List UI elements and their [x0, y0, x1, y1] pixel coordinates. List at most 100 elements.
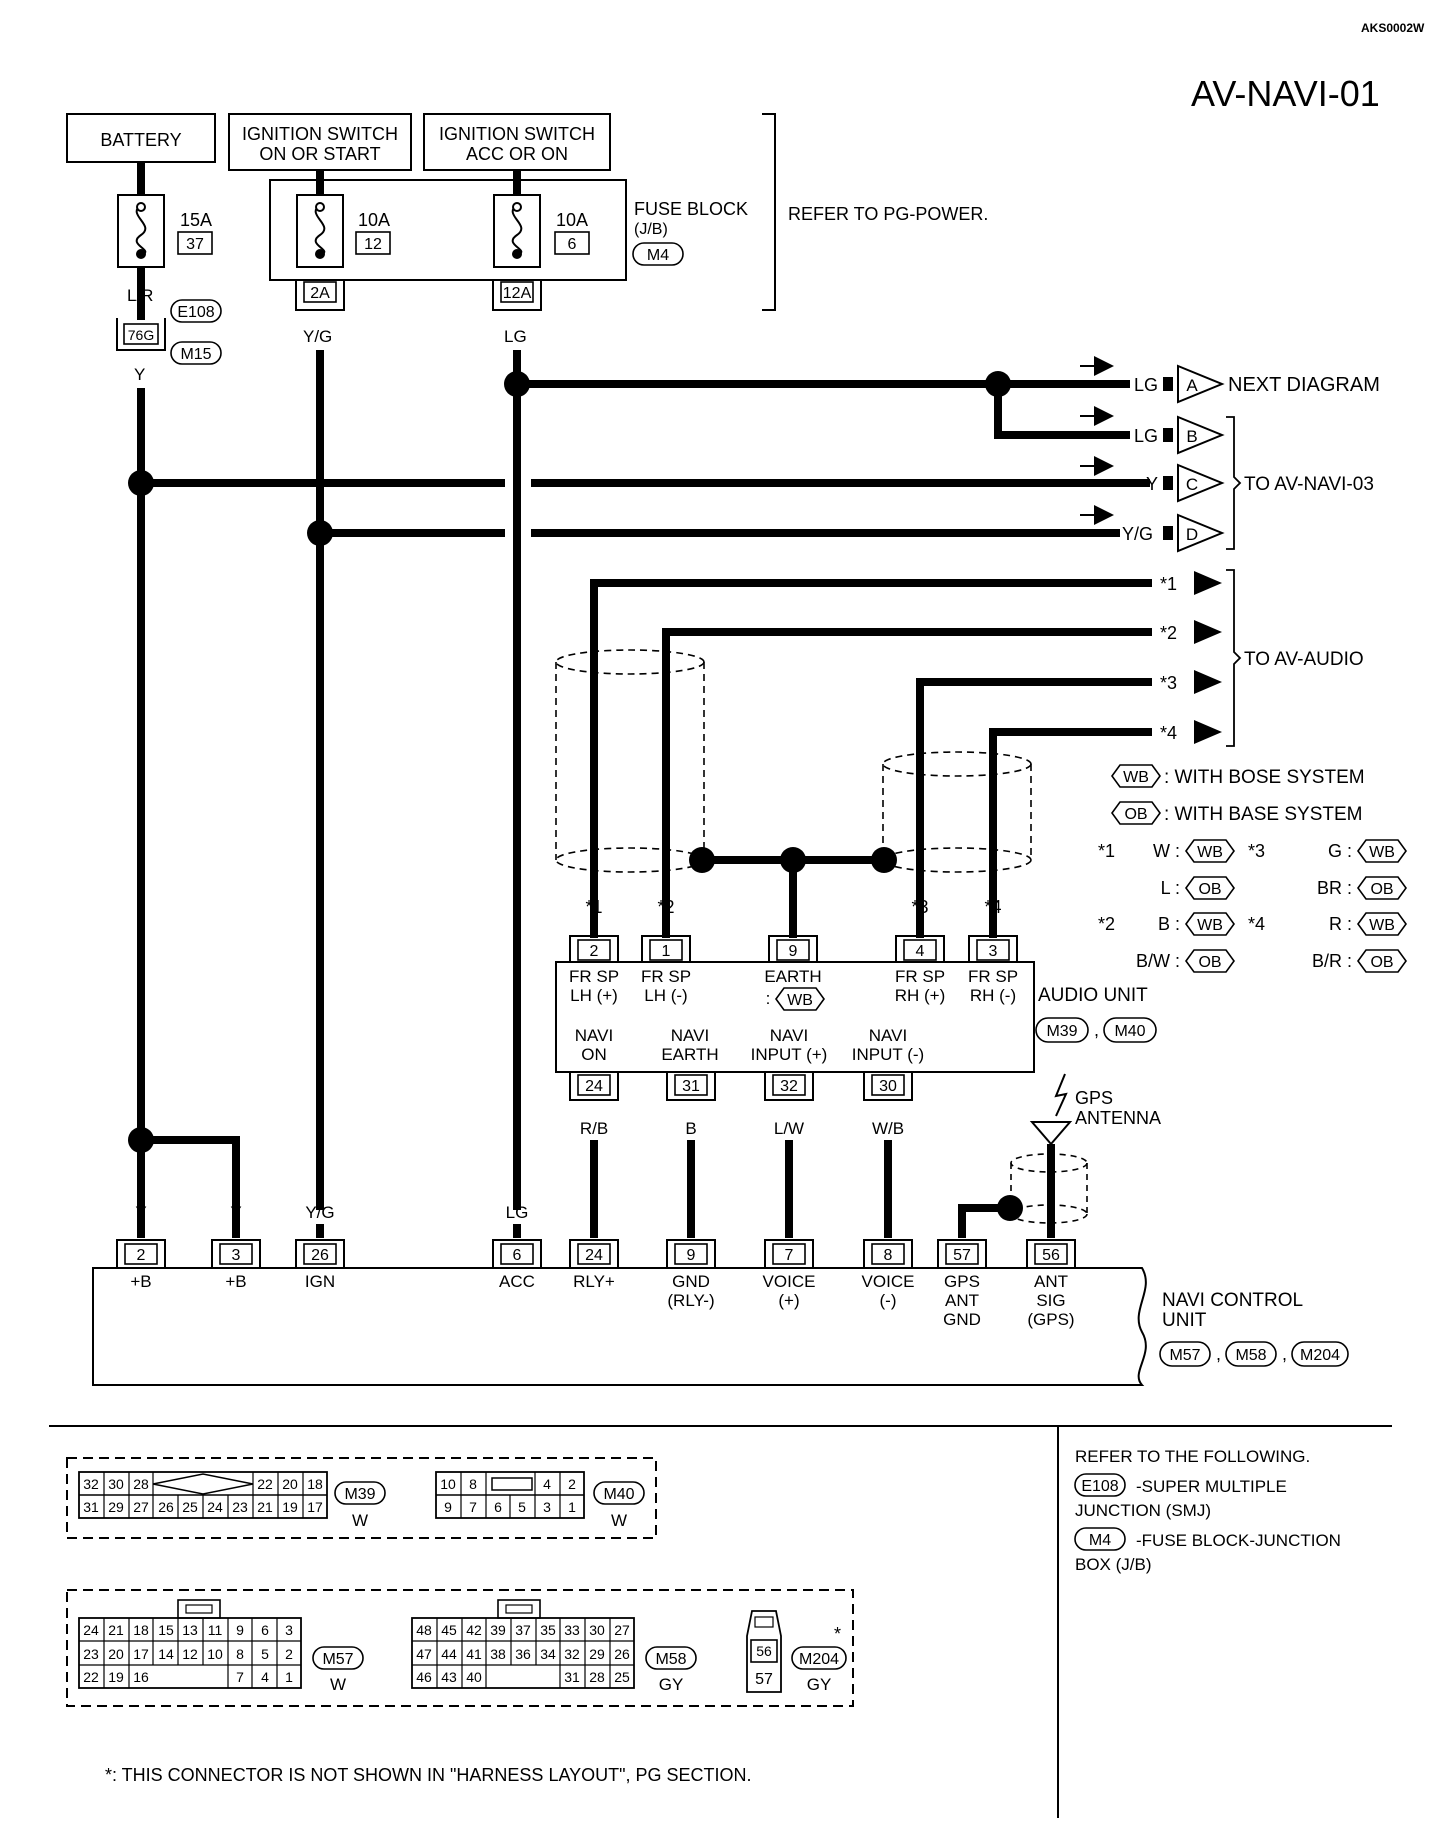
svg-text:1: 1 — [568, 1499, 576, 1515]
star2-right: *2 — [1160, 623, 1177, 643]
svg-text:8: 8 — [469, 1476, 477, 1492]
svg-text:9: 9 — [444, 1499, 452, 1515]
junction-lg — [504, 371, 530, 397]
navi-pin-3: 3 — [211, 1239, 261, 1268]
svg-text:10A: 10A — [556, 210, 588, 230]
svg-text:8: 8 — [236, 1646, 244, 1662]
svg-text:24: 24 — [585, 1247, 603, 1264]
svg-text:37: 37 — [186, 236, 204, 253]
footnote: *: THIS CONNECTOR IS NOT SHOWN IN "HARNE… — [105, 1765, 752, 1785]
svg-text:B/W :: B/W : — [1136, 951, 1180, 971]
svg-text:GND: GND — [672, 1272, 710, 1291]
svg-text:46: 46 — [416, 1669, 432, 1685]
brace-navi-03 — [1226, 416, 1242, 550]
svg-text:44: 44 — [441, 1646, 457, 1662]
svg-text:14: 14 — [158, 1646, 174, 1662]
power-bracket — [762, 113, 776, 311]
fuse-10a-12: 10A 12 — [296, 194, 391, 268]
junction-yg — [307, 520, 333, 546]
svg-text:17: 17 — [307, 1499, 323, 1515]
svg-text:-SUPER MULTIPLE: -SUPER MULTIPLE — [1136, 1477, 1287, 1496]
svg-text:11: 11 — [208, 1622, 223, 1638]
svg-text:NAVI CONTROL: NAVI CONTROL — [1162, 1290, 1303, 1311]
svg-text:42: 42 — [466, 1622, 482, 1638]
svg-text:35: 35 — [540, 1622, 556, 1638]
svg-text:23: 23 — [232, 1499, 248, 1515]
star-outputs: *1 *2 *3 *4 — [1160, 571, 1222, 744]
svg-text:ANT: ANT — [1034, 1272, 1068, 1291]
navi-unit-pin-labels: +B +B IGN ACC RLY+ GND (RLY-) VOICE (+) … — [130, 1272, 1074, 1329]
legend: WB : WITH BOSE SYSTEM OB : WITH BASE SYS… — [1098, 764, 1407, 973]
audio-pin-9: 9 — [768, 935, 818, 962]
svg-text:5: 5 — [261, 1646, 269, 1662]
navi-pin-8: 8 — [863, 1239, 913, 1268]
svg-text:57: 57 — [755, 1671, 773, 1688]
svg-text:FR SP: FR SP — [641, 967, 691, 986]
audio-pin-32: 32 — [764, 1072, 814, 1101]
svg-text:,: , — [1216, 1344, 1221, 1364]
svg-text:32: 32 — [564, 1646, 580, 1662]
svg-text:13: 13 — [182, 1622, 198, 1638]
svg-text:19: 19 — [282, 1499, 298, 1515]
svg-text:,: , — [1282, 1344, 1287, 1364]
navi-wire-label-y2: Y — [230, 1203, 241, 1222]
navi-pin-7: 7 — [764, 1239, 814, 1268]
svg-text:20: 20 — [108, 1646, 124, 1662]
svg-text:OB: OB — [1198, 954, 1221, 971]
gps-antenna-icon — [1029, 1073, 1073, 1146]
svg-text:BR :: BR : — [1317, 878, 1352, 898]
audio-unit-top-labels: FR SP LH (+) FR SP LH (-) EARTH : WB FR … — [569, 967, 1018, 1011]
svg-text:W: W — [352, 1511, 368, 1530]
brace-av-audio — [1226, 569, 1242, 747]
wire-gps-gnd — [958, 1204, 1010, 1238]
svg-text:WB: WB — [1369, 917, 1395, 934]
navi-unit-box — [92, 1267, 1147, 1386]
navi-pin-6: 6 — [492, 1239, 542, 1268]
audio-unit-bottom-pins: 24 31 32 30 — [569, 1072, 913, 1101]
smj-connector: 76G E108 M15 — [116, 299, 222, 365]
svg-text:23: 23 — [83, 1646, 99, 1662]
svg-text:OB: OB — [1370, 954, 1393, 971]
svg-text:26: 26 — [614, 1646, 630, 1662]
connector-m204: 56 57 M204 * GY — [746, 1610, 847, 1694]
junction-lg-b — [985, 371, 1011, 397]
svg-text:L :: L : — [1161, 878, 1180, 898]
svg-text::: : — [766, 989, 771, 1008]
gps-antenna-label-1: GPS — [1075, 1088, 1113, 1108]
connector-views-top — [66, 1457, 657, 1539]
audio-pin-4: 4 — [895, 935, 945, 962]
output-a: LG A — [1134, 364, 1225, 404]
svg-text:EARTH: EARTH — [764, 967, 821, 986]
to-av-navi-03-label: TO AV-NAVI-03 — [1244, 474, 1374, 495]
navi-unit-pins: 2 3 26 6 24 9 7 — [116, 1239, 1076, 1268]
svg-text:+B: +B — [225, 1272, 246, 1291]
svg-text:57: 57 — [953, 1247, 971, 1264]
svg-text:8: 8 — [884, 1247, 893, 1264]
svg-text:(GPS): (GPS) — [1027, 1310, 1074, 1329]
svg-text:18: 18 — [133, 1622, 149, 1638]
svg-text:29: 29 — [108, 1499, 124, 1515]
svg-text:(-): (-) — [880, 1291, 897, 1310]
svg-text:3: 3 — [285, 1622, 293, 1638]
svg-text:3: 3 — [232, 1247, 241, 1264]
svg-text:2: 2 — [590, 943, 599, 960]
svg-text:VOICE: VOICE — [763, 1272, 816, 1291]
svg-text:GND: GND — [943, 1310, 981, 1329]
audio-pin-2: 2 — [569, 935, 619, 962]
svg-text:W :: W : — [1153, 841, 1180, 861]
svg-text:2: 2 — [285, 1646, 293, 1662]
ignition-acc-box: IGNITION SWITCH ACC OR ON — [423, 113, 611, 171]
svg-text:ACC: ACC — [499, 1272, 535, 1291]
svg-text:B: B — [1186, 427, 1197, 446]
svg-text:M204: M204 — [799, 1651, 839, 1668]
svg-text:FR SP: FR SP — [895, 967, 945, 986]
svg-text:6: 6 — [568, 236, 577, 253]
svg-text:15: 15 — [158, 1622, 174, 1638]
svg-text:40: 40 — [466, 1669, 482, 1685]
wire-label-y-top: Y — [134, 365, 145, 384]
audio-unit-top-pins: 2 1 9 4 3 — [569, 935, 1018, 962]
svg-text:32: 32 — [83, 1476, 99, 1492]
wire-star3 — [916, 678, 1152, 938]
svg-text:15A: 15A — [180, 210, 212, 230]
svg-text:,: , — [1094, 1020, 1099, 1040]
